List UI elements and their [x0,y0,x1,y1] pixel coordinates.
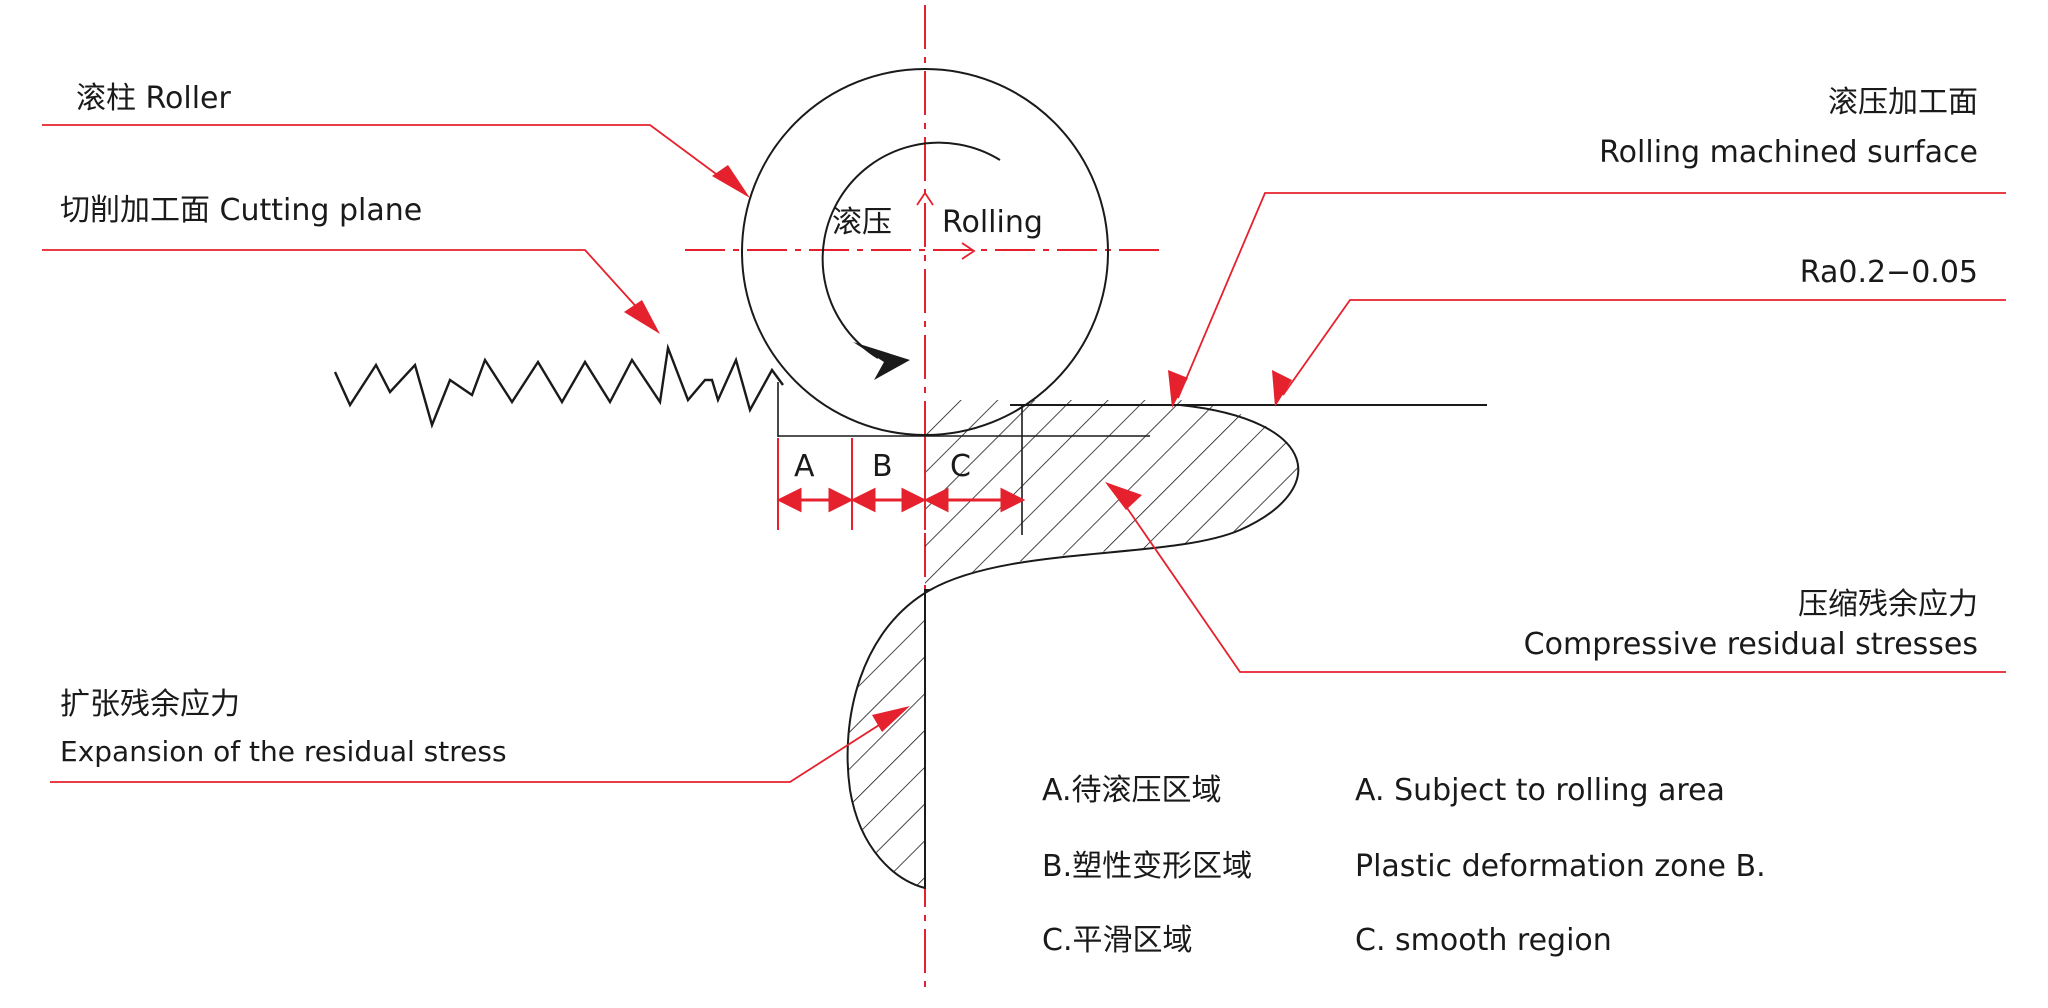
compressive-en-label: Compressive residual stresses [1523,627,1978,662]
legend-b-cn: B.塑性变形区域 [1042,849,1253,884]
zone-dimension-arrows [776,487,1026,513]
legend-c-en: C. smooth region [1355,923,1612,958]
rotation-arrow [821,141,1001,359]
rotation-arrowhead [853,342,910,380]
leader-roughness [1272,299,2006,407]
expansion-cn-label: 扩张残余应力 [60,687,240,722]
roller-label: 滚柱 Roller [76,81,231,116]
compressive-cn-label: 压缩残余应力 [1798,587,1978,622]
rolling-surface-cn-label: 滚压加工面 [1828,85,1978,120]
legend-c-cn: C.平滑区域 [1042,923,1193,958]
legend-a-en: A. Subject to rolling area [1355,773,1725,808]
cutting-plane-label: 切削加工面 Cutting plane [60,193,423,228]
center-arrow-marks [916,191,976,260]
legend-a-cn: A.待滚压区域 [1042,773,1222,808]
rolling-cn-label: 滚压 [832,205,892,240]
zone-dividers [777,438,926,530]
leader-compressive [1105,482,2006,673]
leader-roller [42,124,750,198]
roughness-label: Ra0.2−0.05 [1799,255,1978,290]
zone-c-label: C [950,449,971,484]
legend-b-en: Plastic deformation zone B. [1355,849,1766,884]
leader-rolling-surface [1168,192,2006,408]
leader-cutting-plane [42,249,660,334]
zone-markers [777,382,1150,535]
expansion-stress-area [846,589,934,890]
rolling-surface-en-label: Rolling machined surface [1599,135,1978,170]
rolling-en-label: Rolling [942,205,1043,240]
compressive-stress-curve [929,404,1300,591]
leader-expansion [50,706,910,783]
zone-a-label: A [794,449,815,484]
zone-b-label: B [872,449,893,484]
expansion-en-label: Expansion of the residual stress [60,735,507,768]
cutting-plane-zigzag [333,343,784,429]
